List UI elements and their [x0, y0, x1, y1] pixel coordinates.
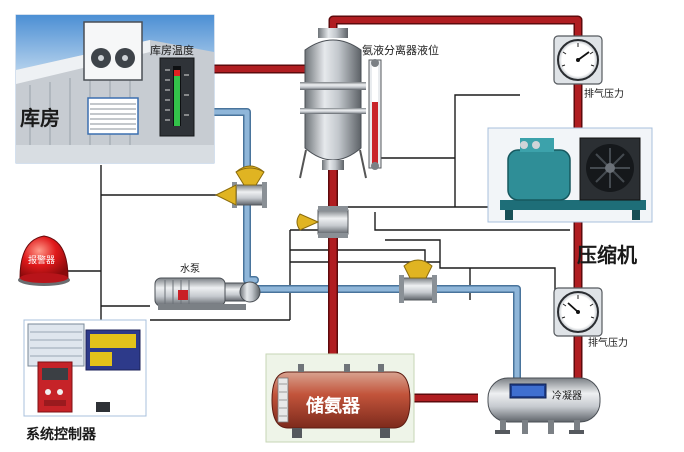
exhaust-pressure-gauge	[553, 35, 603, 85]
valve-1	[214, 165, 267, 208]
water-pump	[154, 277, 261, 310]
valve-3	[399, 259, 437, 303]
condenser-label: 冷凝器	[552, 389, 582, 402]
suction-pressure-label: 排气压力	[588, 336, 628, 349]
control-system-panel	[23, 319, 147, 417]
warehouse-label: 库房	[20, 106, 60, 130]
alarm-light	[18, 235, 70, 286]
separator-level-gauge	[368, 59, 382, 170]
ammonia-tank	[265, 353, 415, 443]
warehouse-temp-label: 库房温度	[150, 43, 194, 57]
refrigerant-pipes	[214, 15, 583, 403]
control-system-label: 系统控制器	[26, 426, 97, 443]
condenser	[487, 377, 601, 434]
warehouse-panel	[15, 14, 215, 164]
compressor-label: 压缩机	[577, 243, 637, 267]
valve-2	[296, 206, 349, 238]
ammonia-tank-label: 储氨器	[305, 395, 361, 417]
exhaust-pressure-label: 排气压力	[584, 87, 624, 100]
water-pipes	[210, 108, 521, 387]
compressor-unit	[487, 127, 653, 223]
signal-lines	[64, 94, 570, 330]
separator-vessel	[299, 28, 367, 179]
alarm-label: 报警器	[28, 254, 55, 266]
water-pump-label: 水泵	[180, 263, 200, 275]
separator-level-label: 氨液分离器液位	[362, 43, 439, 57]
suction-pressure-gauge	[553, 287, 603, 337]
